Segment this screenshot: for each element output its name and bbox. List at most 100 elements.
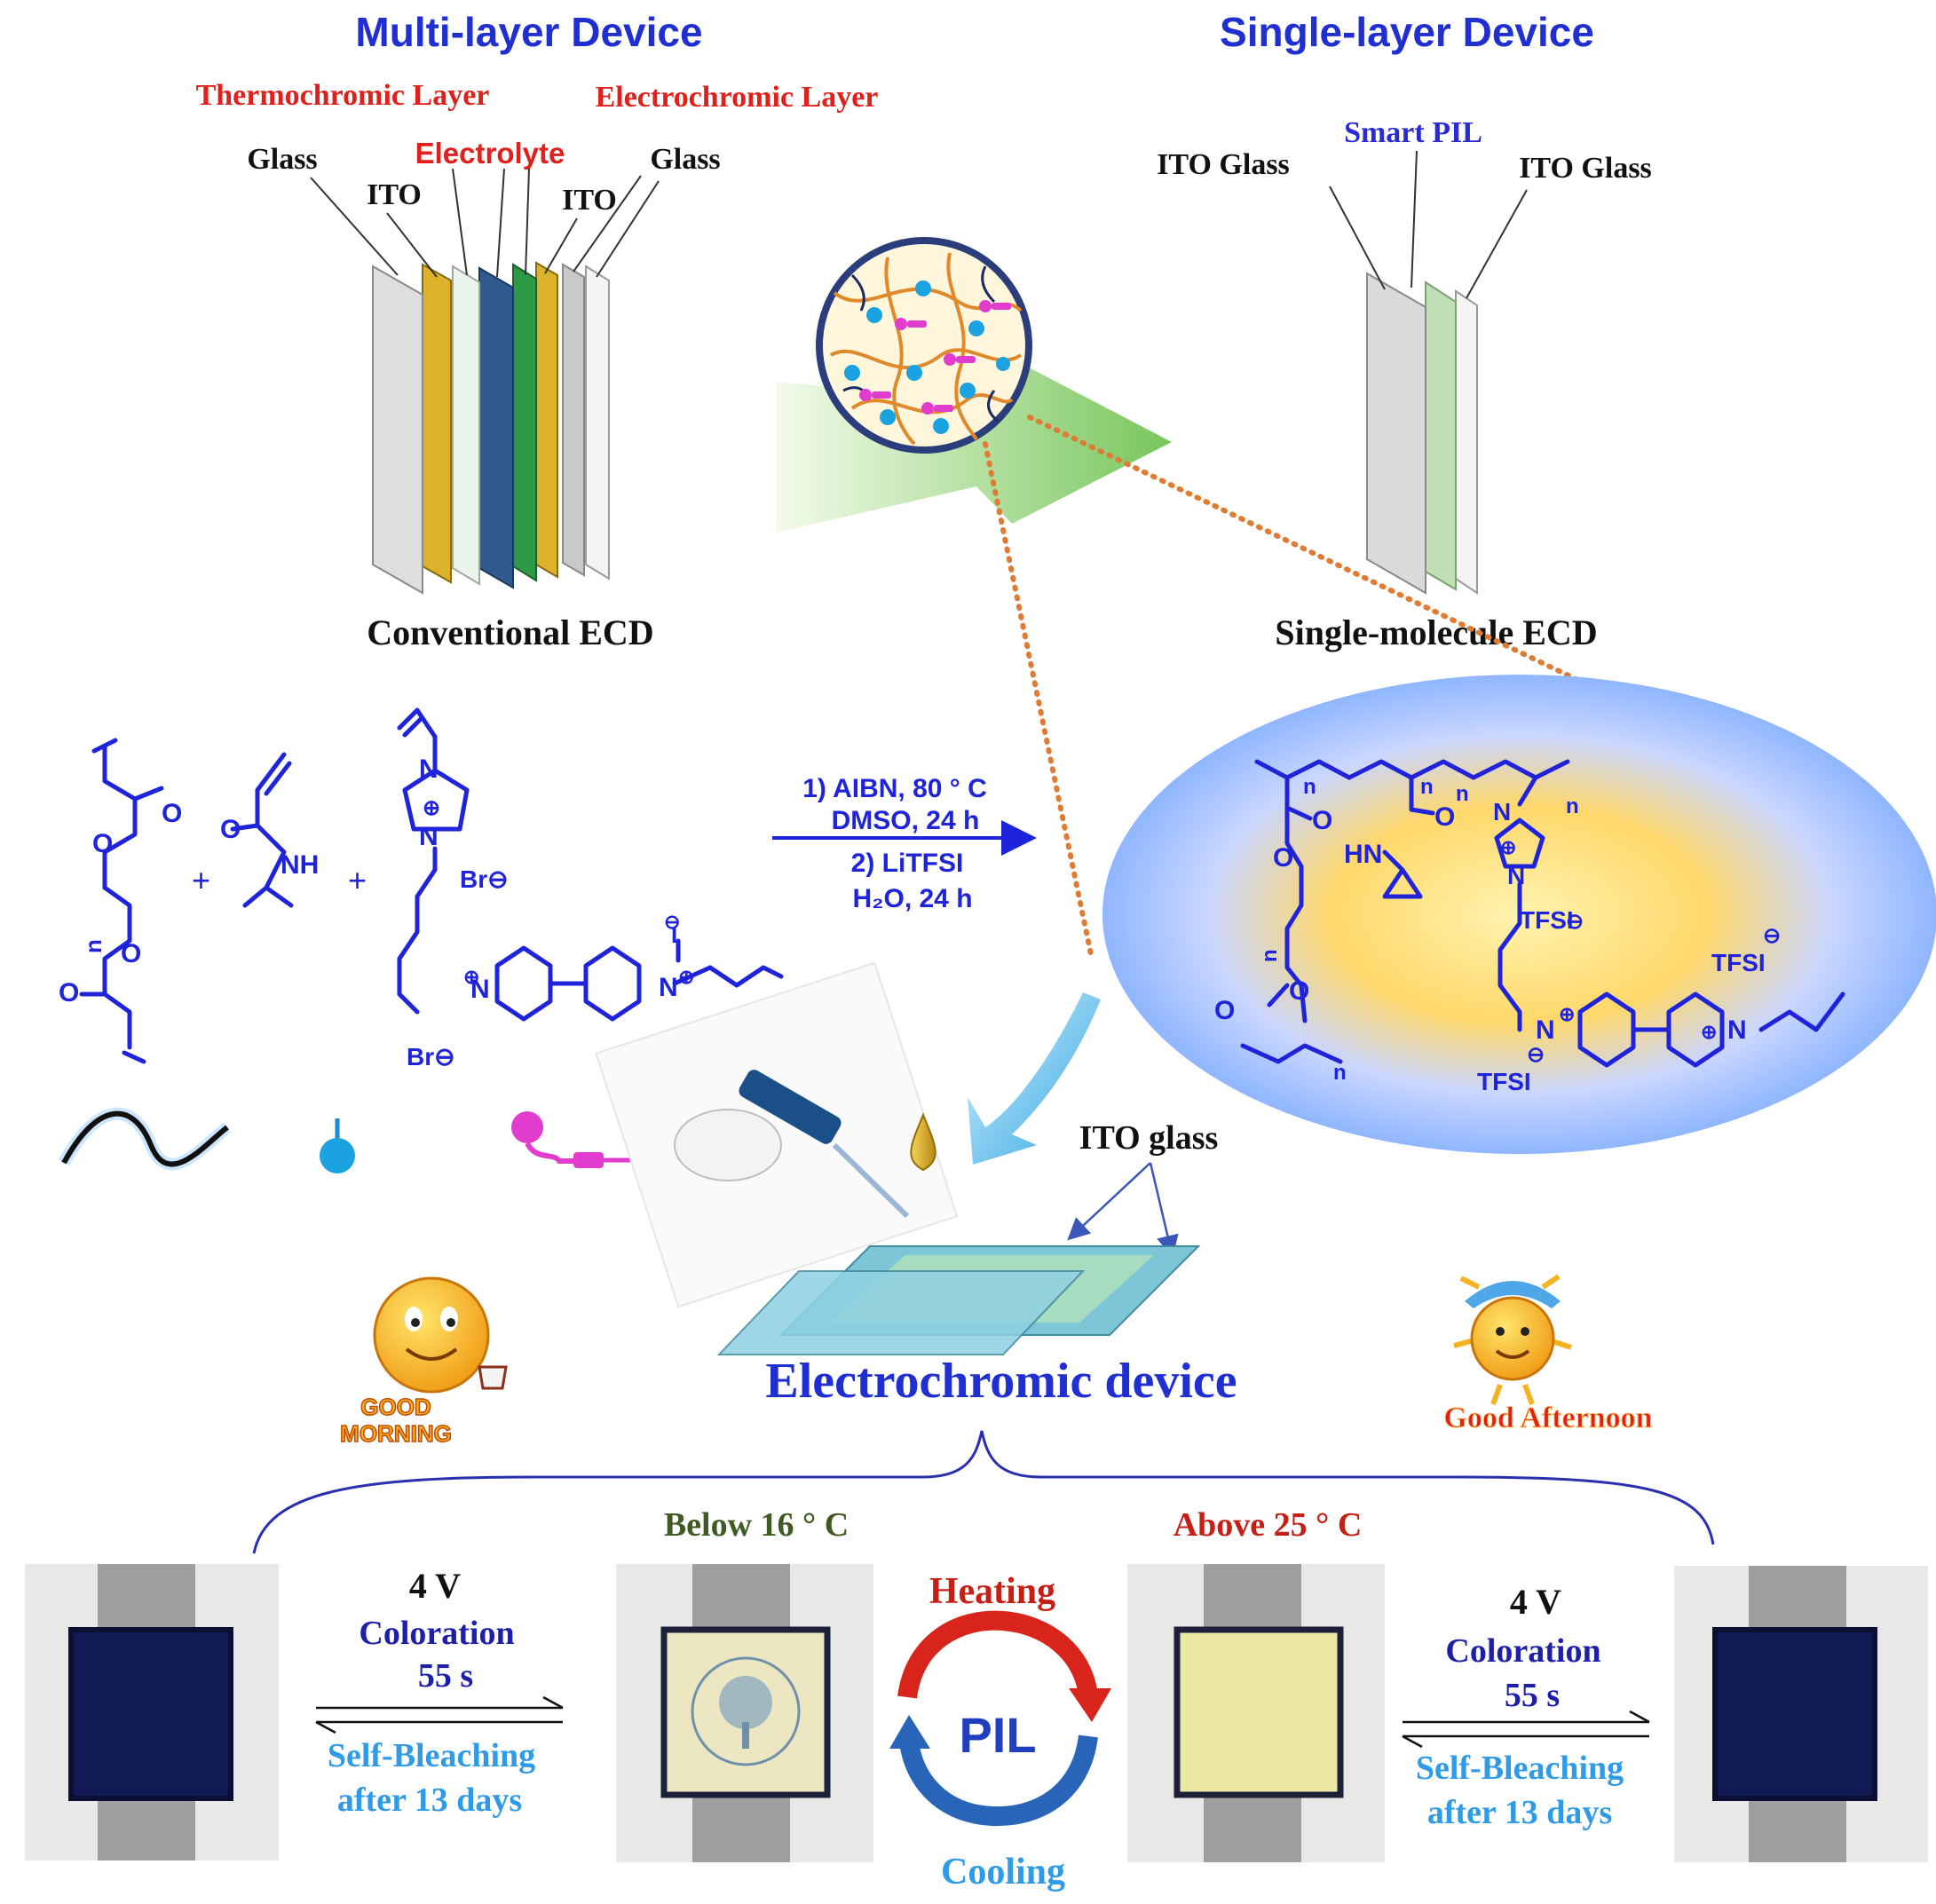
- atom-n: N: [419, 754, 439, 784]
- liquid-droplet: [910, 1112, 936, 1172]
- device-photo-below-16c: [616, 1564, 873, 1862]
- zoom-dotted-lines: [983, 415, 1680, 961]
- heating-label: Heating: [929, 1571, 1055, 1612]
- repeat-n: n: [80, 939, 107, 953]
- plus-charge: ⊕: [423, 796, 440, 820]
- monomer-nipam: [230, 752, 294, 908]
- cooling-label: Cooling: [941, 1852, 1065, 1892]
- single-molecule-ecd-caption: Single-molecule ECD: [1275, 612, 1597, 652]
- atom-n-plus: N: [1727, 1015, 1747, 1045]
- device-photo-above-25c: [1127, 1564, 1385, 1862]
- left-equilibrium-arrows: [315, 1695, 564, 1734]
- atom-o: O: [1273, 843, 1293, 873]
- below-temperature-label: Below 16 ° C: [664, 1506, 849, 1544]
- electrochromic-device-title: Electrochromic device: [765, 1354, 1237, 1409]
- ito-glass-left-label: ITO Glass: [1157, 148, 1290, 181]
- ito-right-label: ITO: [562, 184, 617, 217]
- pil-cycle-label: PIL: [959, 1707, 1036, 1763]
- monomer-imidazolium-viologen: [397, 707, 784, 1022]
- atom-o: O: [92, 829, 113, 858]
- atom-n-plus: N: [1536, 1015, 1555, 1045]
- device-photo-colored-right: [1674, 1566, 1928, 1862]
- good-morning-text-line2: MORNING: [340, 1420, 452, 1447]
- singlelayer-stack: [1366, 272, 1478, 595]
- electrolyte-label: Electrolyte: [415, 137, 565, 170]
- good-morning-emoji: [373, 1276, 508, 1394]
- reaction-step2: 2) LiTFSI: [851, 849, 964, 878]
- right-coloration: Coloration: [1445, 1632, 1600, 1670]
- ito-glass-pointers: [1067, 1162, 1179, 1258]
- iodide-counterion: I: [671, 921, 677, 948]
- ito-left-label: ITO: [367, 178, 422, 211]
- atom-o: O: [1434, 802, 1455, 832]
- right-self-bleaching: Self-Bleaching: [1416, 1750, 1624, 1787]
- curly-brace: [252, 1430, 1715, 1554]
- left-time: 55 s: [418, 1657, 473, 1695]
- tfsi-minus: ⊖: [1763, 924, 1781, 948]
- singlelayer-leader-lines: [1329, 150, 1528, 299]
- repeat-n: n: [1258, 949, 1282, 962]
- minus-charge: ⊖: [664, 911, 680, 933]
- heating-cooling-cycle: [889, 1610, 1111, 1827]
- atom-n: N: [1507, 862, 1525, 889]
- device-photo-colored-left: [25, 1564, 279, 1861]
- atom-o: O: [59, 978, 79, 1007]
- reaction-step1: 1) AIBN, 80 ° C: [802, 774, 987, 803]
- electrochromic-label: Electrochromic Layer: [596, 81, 879, 114]
- conventional-ecd-caption: Conventional ECD: [367, 612, 653, 652]
- reaction-step2-solvent: H₂O, 24 h: [852, 884, 972, 913]
- atom-o: O: [220, 815, 241, 844]
- atom-o: O: [121, 939, 141, 968]
- nipam-symbol: [320, 1118, 355, 1173]
- plus-charge: ⊕: [1701, 1021, 1717, 1043]
- plus-charge: ⊕: [463, 966, 479, 988]
- single-layer-title: Single-layer Device: [1220, 9, 1594, 55]
- right-equilibrium-arrows: [1402, 1710, 1650, 1749]
- good-morning-text-line1: GOOD: [360, 1394, 431, 1420]
- bromide-counterion: Br⊖: [460, 865, 509, 893]
- repeat-n: n: [1303, 775, 1316, 799]
- atom-n-plus: N: [470, 975, 490, 1004]
- thermochromic-label: Thermochromic Layer: [196, 79, 490, 112]
- left-coloration: Coloration: [359, 1615, 514, 1652]
- atom-n: N: [1493, 798, 1511, 826]
- plus-charge: ⊕: [678, 966, 694, 988]
- good-afternoon-sun: [1453, 1274, 1572, 1406]
- plus-sign: +: [192, 862, 210, 898]
- crosslinker-symbol: [58, 1107, 232, 1171]
- atom-o: O: [1214, 996, 1235, 1025]
- ito-glass-right-label: ITO Glass: [1519, 152, 1652, 185]
- repeat-n: n: [1456, 782, 1469, 806]
- ito-glass-label: ITO glass: [1079, 1119, 1219, 1157]
- electrochromic-device-graphic: [716, 1245, 1201, 1355]
- tfsi-minus: ⊖: [1527, 1043, 1545, 1067]
- right-time: 55 s: [1505, 1677, 1560, 1714]
- repeat-n: n: [1420, 775, 1434, 799]
- monomer-peg-diacrylate: [79, 738, 164, 1064]
- multilayer-leader-lines: [310, 168, 660, 278]
- plus-charge: ⊕: [1559, 1003, 1575, 1025]
- good-afternoon-text: Good Afternoon: [1443, 1402, 1652, 1434]
- repeat-n: n: [1566, 794, 1579, 818]
- atom-o: O: [1289, 976, 1309, 1006]
- pipette-hand: [595, 961, 959, 1308]
- left-after-days: after 13 days: [337, 1782, 522, 1819]
- glass-right-label: Glass: [650, 143, 720, 176]
- reaction-step1-solvent: DMSO, 24 h: [832, 806, 980, 835]
- polymer-network-circle: [816, 237, 1032, 454]
- atom-nh: NH: [281, 850, 319, 880]
- left-self-bleaching: Self-Bleaching: [328, 1737, 535, 1774]
- tfsi-minus: ⊖: [1566, 910, 1584, 934]
- tfsi-anion: TFSI: [1477, 1068, 1531, 1095]
- tfsi-anion: TFSI: [1711, 949, 1766, 976]
- atom-n-plus: N: [419, 822, 439, 851]
- repeat-n: n: [1333, 1061, 1347, 1085]
- bromide-counterion: Br⊖: [407, 1043, 455, 1071]
- tfsi-anion: TFSI: [1520, 906, 1574, 934]
- atom-n-plus: N: [659, 973, 678, 1002]
- right-after-days: after 13 days: [1427, 1794, 1612, 1831]
- above-temperature-label: Above 25 ° C: [1173, 1506, 1363, 1544]
- atom-hn: HN: [1344, 840, 1382, 869]
- curved-blue-arrow: [968, 992, 1101, 1165]
